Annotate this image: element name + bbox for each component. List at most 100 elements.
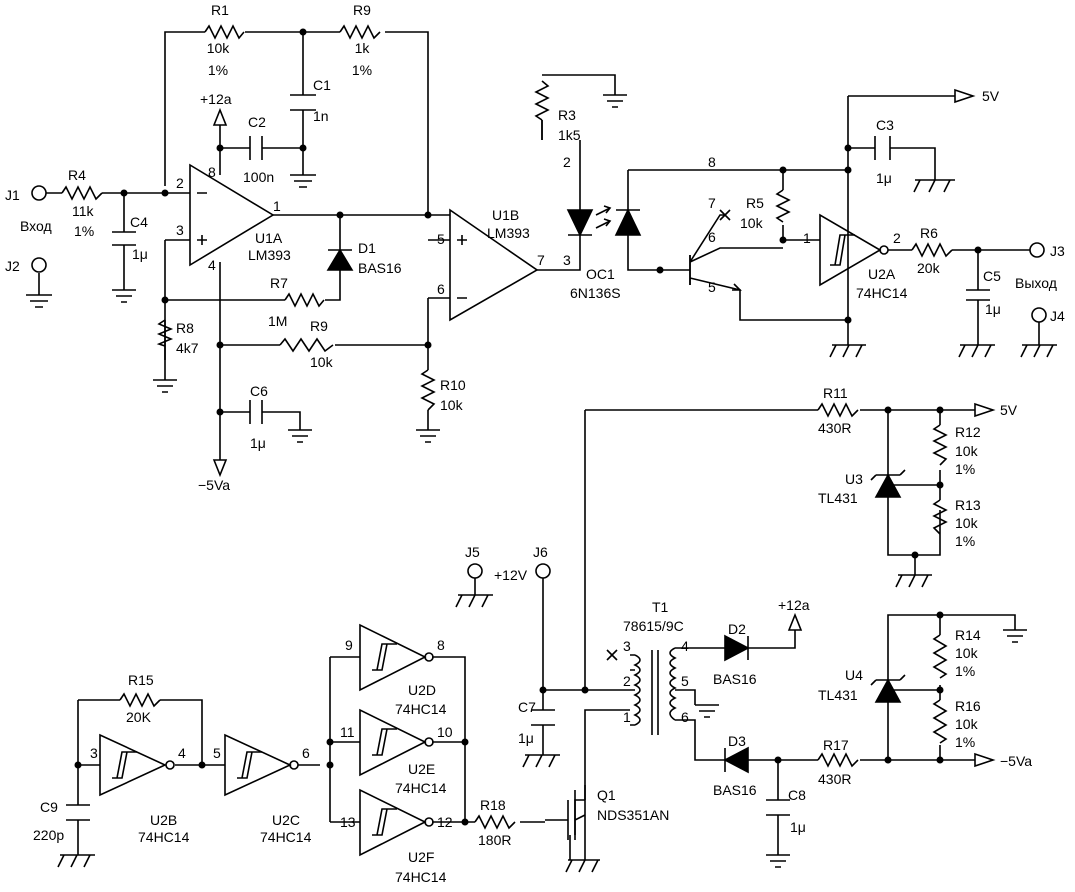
- v12a-label: +12a: [200, 91, 232, 107]
- pin-label: 4: [681, 638, 689, 654]
- u2e-type: 74HC14: [395, 780, 447, 796]
- r18-symbol: [474, 814, 516, 830]
- u2f-ref: U2F: [408, 849, 434, 865]
- u3-symbol: [870, 469, 906, 498]
- c4-symbol: [112, 231, 136, 246]
- r9b-symbol: [279, 337, 334, 353]
- c3-value: 1μ: [876, 170, 892, 186]
- r1-symbol: [204, 24, 245, 40]
- arrow-right-icon: [974, 752, 996, 768]
- r9a-value: 1k: [355, 40, 371, 56]
- u1b-type: LM393: [487, 225, 530, 241]
- j5-terminal: [467, 563, 483, 579]
- v5va-out-label: −5Va: [1000, 753, 1032, 769]
- chassis-ground-icon: [565, 859, 600, 873]
- pin-label: 5: [437, 231, 445, 247]
- pin-label: 6: [708, 229, 716, 245]
- j2-label: J2: [5, 258, 20, 274]
- r13-ref: R13: [955, 497, 981, 513]
- r8-value: 4k7: [176, 340, 199, 356]
- r11-symbol: [817, 402, 859, 418]
- active-devices: [99, 163, 889, 857]
- c7-symbol: [531, 709, 555, 726]
- junction-dots: [74, 28, 982, 826]
- j4-label: J4: [1050, 308, 1065, 324]
- v12a-t1-label: +12a: [778, 597, 810, 613]
- r16-tol: 1%: [955, 734, 975, 750]
- r17-symbol: [817, 752, 859, 768]
- r1-value: 10k: [207, 40, 231, 56]
- r3-symbol: [534, 80, 550, 121]
- r4-ref: R4: [68, 167, 86, 183]
- input-label: Вход: [20, 218, 52, 234]
- r10-value: 10k: [440, 397, 464, 413]
- r12-tol: 1%: [955, 461, 975, 477]
- u2c-type: 74HC14: [260, 829, 312, 845]
- arrow-right-icon: [954, 88, 976, 104]
- q1-ref: Q1: [597, 787, 616, 803]
- u4-symbol: [870, 674, 906, 703]
- pin-label: 1: [803, 230, 811, 246]
- schmitt-icon: [372, 643, 397, 671]
- c1-ref: C1: [313, 77, 331, 93]
- c1-value: 1n: [313, 108, 329, 124]
- v5va-label: −5Va: [198, 477, 230, 493]
- r5-symbol: [775, 189, 791, 223]
- u2f-type: 74HC14: [395, 869, 447, 885]
- ground-icon: [416, 429, 440, 443]
- pin-label: 2: [563, 154, 571, 170]
- chassis-ground-icon: [895, 574, 932, 588]
- v5-mid-label: 5V: [1000, 402, 1018, 418]
- r15-ref: R15: [128, 672, 154, 688]
- j1-label: J1: [5, 187, 20, 203]
- c6-symbol: [249, 400, 263, 424]
- t1-primary: [630, 654, 641, 726]
- ground-icon: [290, 174, 316, 188]
- c1-symbol: [290, 94, 316, 111]
- c6-value: 1μ: [250, 435, 266, 451]
- pin-label: 8: [437, 637, 445, 653]
- r7-symbol: [284, 292, 325, 308]
- d2-symbol: [724, 634, 750, 662]
- c2-symbol: [249, 136, 263, 160]
- pin-label: 9: [345, 637, 353, 653]
- d1-ref: D1: [358, 240, 376, 256]
- arrow-up-icon: [212, 107, 228, 126]
- c3-ref: C3: [876, 117, 894, 133]
- ground-icon: [26, 273, 52, 308]
- u2b-type: 74HC14: [138, 829, 190, 845]
- u2d-gate: [359, 623, 427, 692]
- j6-terminal: [535, 563, 551, 579]
- resistors: [61, 24, 953, 830]
- arrow-down-icon: [212, 459, 228, 478]
- t1-secondary: [669, 647, 680, 721]
- r13-value: 10k: [955, 515, 979, 531]
- r14-tol: 1%: [955, 663, 975, 679]
- u1b-triangle: [449, 208, 539, 322]
- r3-ref: R3: [558, 107, 576, 123]
- pin-label: 3: [563, 252, 571, 268]
- npn-transistor: [680, 255, 691, 285]
- ground-icon: [603, 94, 627, 108]
- r10-symbol: [420, 369, 436, 411]
- connectors: [31, 185, 1047, 579]
- j6-voltage: +12V: [494, 567, 528, 583]
- c5-symbol: [966, 289, 990, 301]
- u4-ref: U4: [845, 667, 863, 683]
- c7-ref: C7: [518, 699, 536, 715]
- c9-ref: C9: [40, 799, 58, 815]
- supply-arrows: [212, 88, 996, 768]
- t1-core: [651, 650, 659, 735]
- u3-type: TL431: [818, 490, 858, 506]
- j6-label: J6: [533, 544, 548, 560]
- pin-label: 5: [681, 673, 689, 689]
- r16-symbol: [932, 699, 948, 744]
- d3-symbol: [723, 746, 749, 774]
- pin-label: 11: [340, 724, 355, 740]
- pin-label: 1: [623, 709, 631, 725]
- r18-ref: R18: [480, 797, 506, 813]
- u2a-ref: U2A: [868, 266, 896, 282]
- pin-label: 3: [176, 222, 184, 238]
- pin-label: 6: [302, 745, 310, 761]
